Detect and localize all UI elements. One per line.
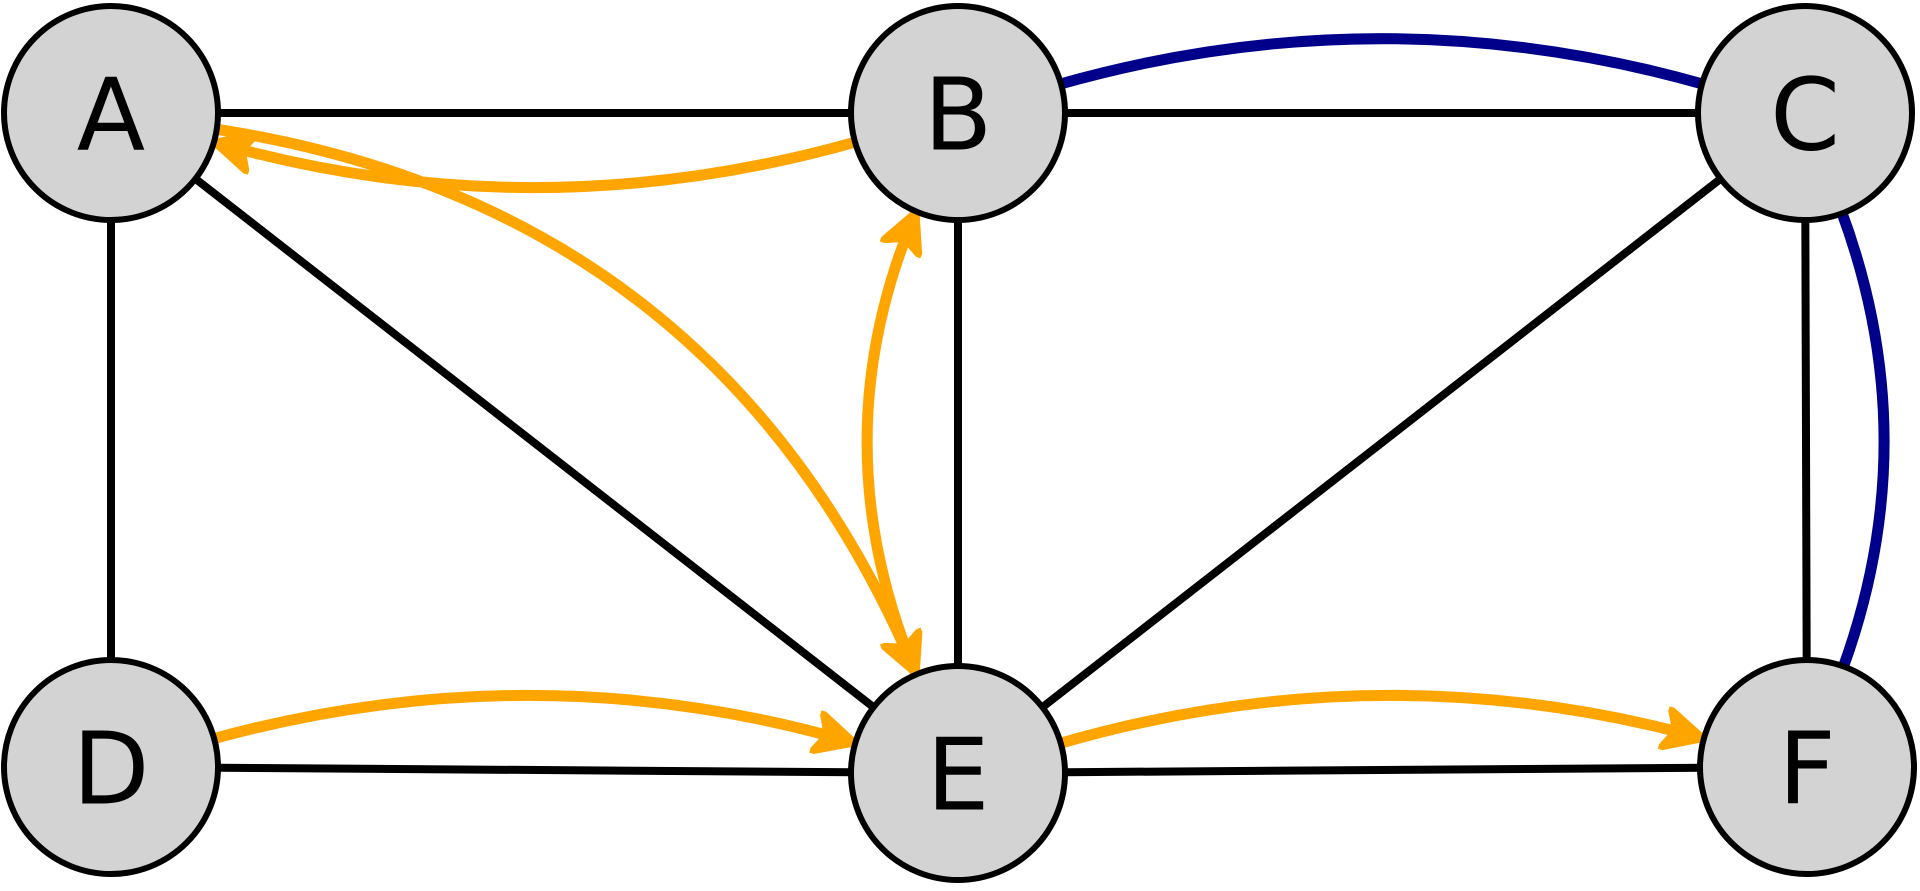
node-label: E <box>926 717 989 834</box>
arc-e-to-b <box>861 213 917 679</box>
node-circle <box>1695 3 1915 223</box>
node-label: C <box>1770 57 1840 174</box>
node-d: D <box>1 657 221 877</box>
arc-c-to-f <box>1836 209 1890 671</box>
arcs-layer <box>210 33 1890 744</box>
node-label: A <box>77 57 145 174</box>
node-circle <box>1697 657 1917 877</box>
node-circle <box>848 663 1068 883</box>
node-f: F <box>1697 657 1917 877</box>
node-circle <box>1 657 221 877</box>
arc-e-to-f <box>1057 689 1702 743</box>
node-circle <box>848 3 1068 223</box>
edge-c-e <box>955 109 1808 777</box>
arc-b-to-a <box>216 142 859 194</box>
arc-d-to-e <box>210 689 853 742</box>
nodes-layer: A B C D E F <box>1 3 1917 883</box>
node-label: F <box>1778 711 1836 828</box>
node-label: D <box>72 711 149 828</box>
node-b: B <box>848 3 1068 223</box>
edge-e-f <box>957 763 1808 777</box>
node-c: C <box>1695 3 1915 223</box>
node-label: B <box>924 57 993 174</box>
node-a: A <box>1 3 221 223</box>
edge-d-e <box>110 763 959 777</box>
node-e: E <box>848 663 1068 883</box>
edge-a-e <box>108 109 961 777</box>
node-circle <box>1 3 221 223</box>
arc-b-to-c <box>1057 33 1706 90</box>
arc-a-to-e <box>213 123 916 673</box>
